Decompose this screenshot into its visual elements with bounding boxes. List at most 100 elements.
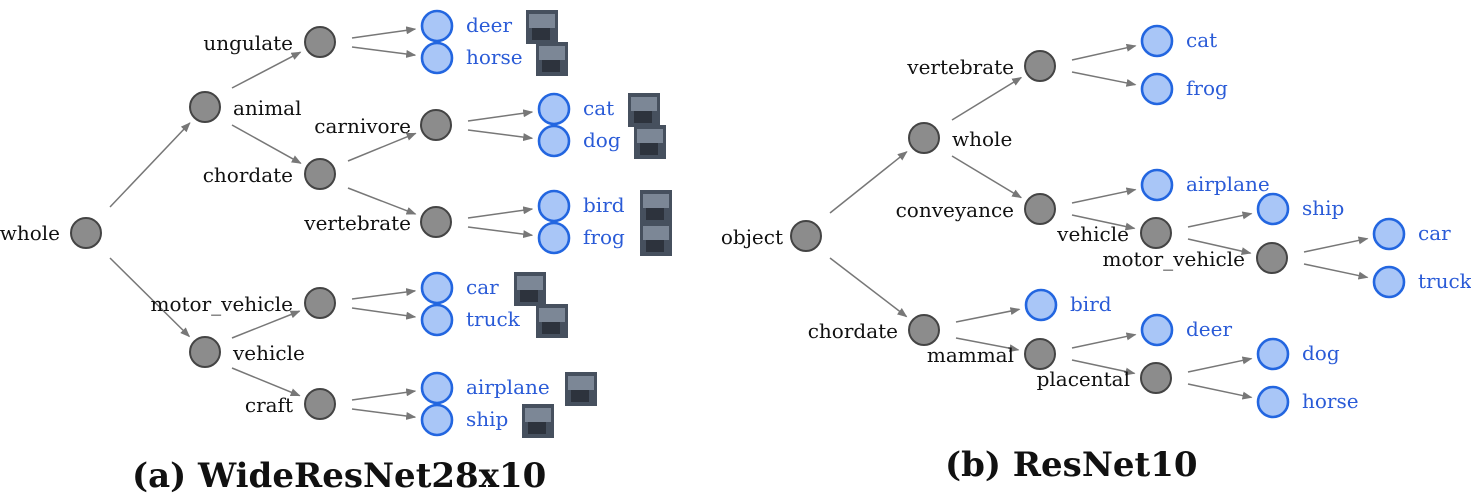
thumbnail-ship: [522, 404, 554, 438]
leaf-dog: dog: [537, 124, 666, 159]
node-placental: placental: [1037, 362, 1172, 394]
node-circle: [1140, 217, 1172, 249]
leaf-dog: dog: [1256, 337, 1340, 371]
leaf-circle: [1024, 288, 1058, 322]
panel-b-edge: [951, 76, 1023, 121]
panel-b-edge: [1303, 236, 1369, 253]
node-circle: [304, 26, 336, 58]
node-circle: [1024, 193, 1056, 225]
node-circle: [304, 287, 336, 319]
leaf-label-car: car: [466, 275, 499, 299]
panel-a-edge: [467, 206, 534, 219]
leaf-ship: ship: [420, 403, 554, 438]
panel-b-caption: (b) ResNet10: [945, 445, 1198, 485]
leaf-label-horse: horse: [1302, 389, 1359, 413]
leaf-label-bird: bird: [583, 193, 625, 217]
node-ungulate: ungulate: [203, 26, 336, 58]
node-circle: [1140, 362, 1172, 394]
leaf-circle: [1256, 192, 1290, 226]
leaf-airplane: airplane: [420, 371, 597, 406]
leaf-horse: horse: [1256, 385, 1359, 419]
node-motor-vehicle: motor_vehicle: [151, 287, 336, 319]
panel-b-edge: [951, 155, 1023, 199]
panel-b-edge: [829, 257, 908, 318]
thumbnail-car: [514, 272, 546, 306]
node-label-chordate: chordate: [808, 319, 898, 343]
node-circle: [304, 158, 336, 190]
panel-a-edge: [231, 51, 302, 89]
leaf-label-deer: deer: [466, 13, 512, 37]
leaf-circle: [1256, 385, 1290, 419]
node-craft: craft: [245, 388, 336, 420]
node-label-conveyance: conveyance: [896, 198, 1014, 222]
panel-a-tree: wholeanimalvehicleungulatechordatecarniv…: [0, 9, 672, 438]
panel-a-edge: [347, 187, 417, 215]
panel-b-edge: [1187, 211, 1253, 228]
leaf-car: car: [420, 271, 546, 306]
node-circle: [189, 336, 221, 368]
panel-b-edge: [955, 337, 1020, 353]
leaf-circle: [1256, 337, 1290, 371]
node-label-whole: whole: [0, 221, 60, 245]
leaf-label-cat: cat: [583, 96, 614, 120]
leaf-label-frog: frog: [1186, 76, 1228, 100]
thumbnail-horse: [536, 42, 568, 76]
node-vertebrate: vertebrate: [303, 206, 452, 238]
leaf-truck: truck: [1372, 265, 1471, 299]
panel-b-edge: [1303, 263, 1369, 280]
node-label-vehicle: vehicle: [1056, 222, 1129, 246]
leaf-circle: [1372, 217, 1406, 251]
leaf-circle: [1140, 313, 1174, 347]
node-conveyance: conveyance: [896, 193, 1056, 225]
node-label-ungulate: ungulate: [203, 31, 293, 55]
panel-a-edge: [231, 367, 301, 397]
panel-b-edge: [955, 307, 1021, 323]
node-label-carnivore: carnivore: [314, 114, 411, 138]
panel-a-edge: [351, 408, 417, 420]
leaf-circle: [1140, 24, 1174, 58]
panel-b-edge: [1071, 214, 1136, 231]
node-whole: whole: [0, 217, 102, 249]
node-circle: [1256, 242, 1288, 274]
leaf-circle: [420, 371, 454, 405]
node-circle: [1024, 338, 1056, 370]
panel-a-caption: (a) WideResNet28x10: [132, 456, 546, 496]
leaf-label-cat: cat: [1186, 28, 1217, 52]
node-vehicle: vehicle: [189, 336, 305, 368]
thumbnail-cat: [628, 93, 660, 127]
leaf-circle: [1140, 72, 1174, 106]
panel-a-edge: [351, 307, 417, 320]
thumbnail-frog: [640, 222, 672, 256]
leaf-cat: cat: [1140, 24, 1217, 58]
leaf-label-ship: ship: [1302, 196, 1344, 220]
leaf-circle: [420, 303, 454, 337]
panel-a-edge: [467, 226, 534, 239]
thumbnail-truck: [536, 304, 568, 338]
leaf-ship: ship: [1256, 192, 1344, 226]
leaf-frog: frog: [537, 221, 672, 256]
node-label-motor-vehicle: motor_vehicle: [151, 292, 294, 316]
node-circle: [189, 91, 221, 123]
node-label-craft: craft: [245, 393, 293, 417]
thumbnail-deer: [526, 10, 558, 44]
leaf-airplane: airplane: [1140, 168, 1270, 202]
node-circle: [70, 217, 102, 249]
node-circle: [1024, 50, 1056, 82]
leaf-label-truck: truck: [1418, 269, 1471, 293]
node-label-object: object: [721, 225, 783, 249]
leaf-label-car: car: [1418, 221, 1451, 245]
node-label-whole: whole: [952, 127, 1012, 151]
node-circle: [304, 388, 336, 420]
panel-a-edge: [351, 26, 417, 39]
node-circle: [908, 314, 940, 346]
node-label-vertebrate: vertebrate: [906, 55, 1014, 79]
thumbnail-bird: [640, 190, 672, 224]
node-circle: [420, 109, 452, 141]
panel-b-edge: [1187, 356, 1253, 373]
node-label-vertebrate: vertebrate: [303, 211, 411, 235]
node-chordate: chordate: [203, 158, 336, 190]
panel-a-edge: [351, 288, 417, 300]
leaf-horse: horse: [420, 41, 568, 76]
node-mammal: mammal: [927, 338, 1056, 370]
